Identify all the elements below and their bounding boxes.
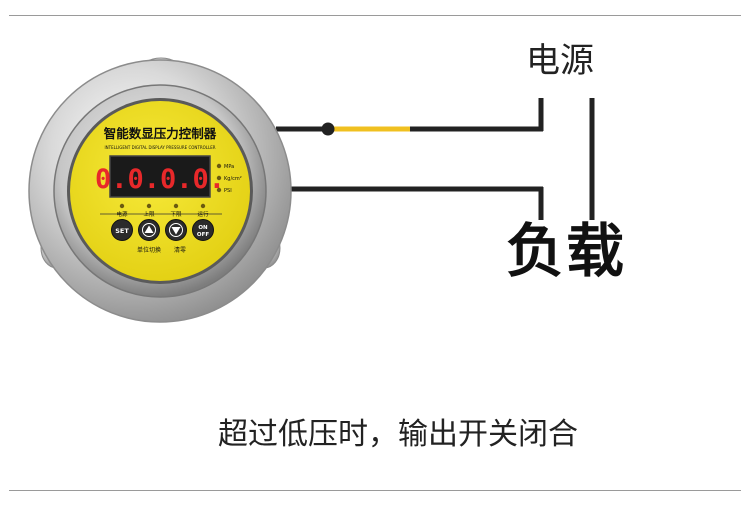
indicator-label-run: 运行 <box>197 210 209 218</box>
load-label: 负载 <box>506 217 627 285</box>
wire-junction-dot <box>321 122 335 136</box>
indicator-led <box>119 203 125 209</box>
unit-led <box>216 175 222 181</box>
caption-text: 超过低压时，输出开关闭合 <box>218 417 578 452</box>
gauge-title: 智能数显压力控制器 <box>103 126 217 141</box>
unit-label-psi: PSI <box>224 188 232 194</box>
indicator-label-lower: 下限 <box>170 210 182 218</box>
indicator-led <box>146 203 152 209</box>
onoff-button[interactable] <box>192 219 214 241</box>
down-button-ring <box>169 223 183 237</box>
led-display <box>109 155 211 198</box>
set-button-label: SET <box>115 227 129 235</box>
power-label: 电源 <box>526 41 594 81</box>
led-digits: 0.0.0.0. <box>95 164 225 195</box>
gauge-subtitle: INTELLIGENT DIGITAL DISPLAY PRESSURE CON… <box>104 145 215 150</box>
unit-led <box>216 163 222 169</box>
onoff-button-label-off: OFF <box>197 232 209 238</box>
zero-reset-label: 清零 <box>174 246 186 254</box>
wires <box>276 98 595 220</box>
triangle-down-icon <box>171 227 181 235</box>
triangle-up-icon <box>144 225 154 233</box>
onoff-button-label-on: ON <box>198 225 208 231</box>
unit-switch-label: 单位切换 <box>137 246 161 254</box>
indicator-led <box>173 203 179 209</box>
set-button[interactable] <box>111 219 133 241</box>
indicator-label-upper: 上限 <box>143 210 155 218</box>
unit-label-kgcm2: Kg/cm² <box>224 176 242 182</box>
frame-border <box>9 15 741 491</box>
unit-label-mpa: MPa <box>224 164 234 170</box>
unit-led <box>216 187 222 193</box>
indicator-label-power: 电源 <box>116 210 128 218</box>
pressure-controller-gauge: 智能数显压力控制器 INTELLIGENT DIGITAL DISPLAY PR… <box>28 57 292 323</box>
indicator-led <box>200 203 206 209</box>
up-button-ring <box>142 223 156 237</box>
